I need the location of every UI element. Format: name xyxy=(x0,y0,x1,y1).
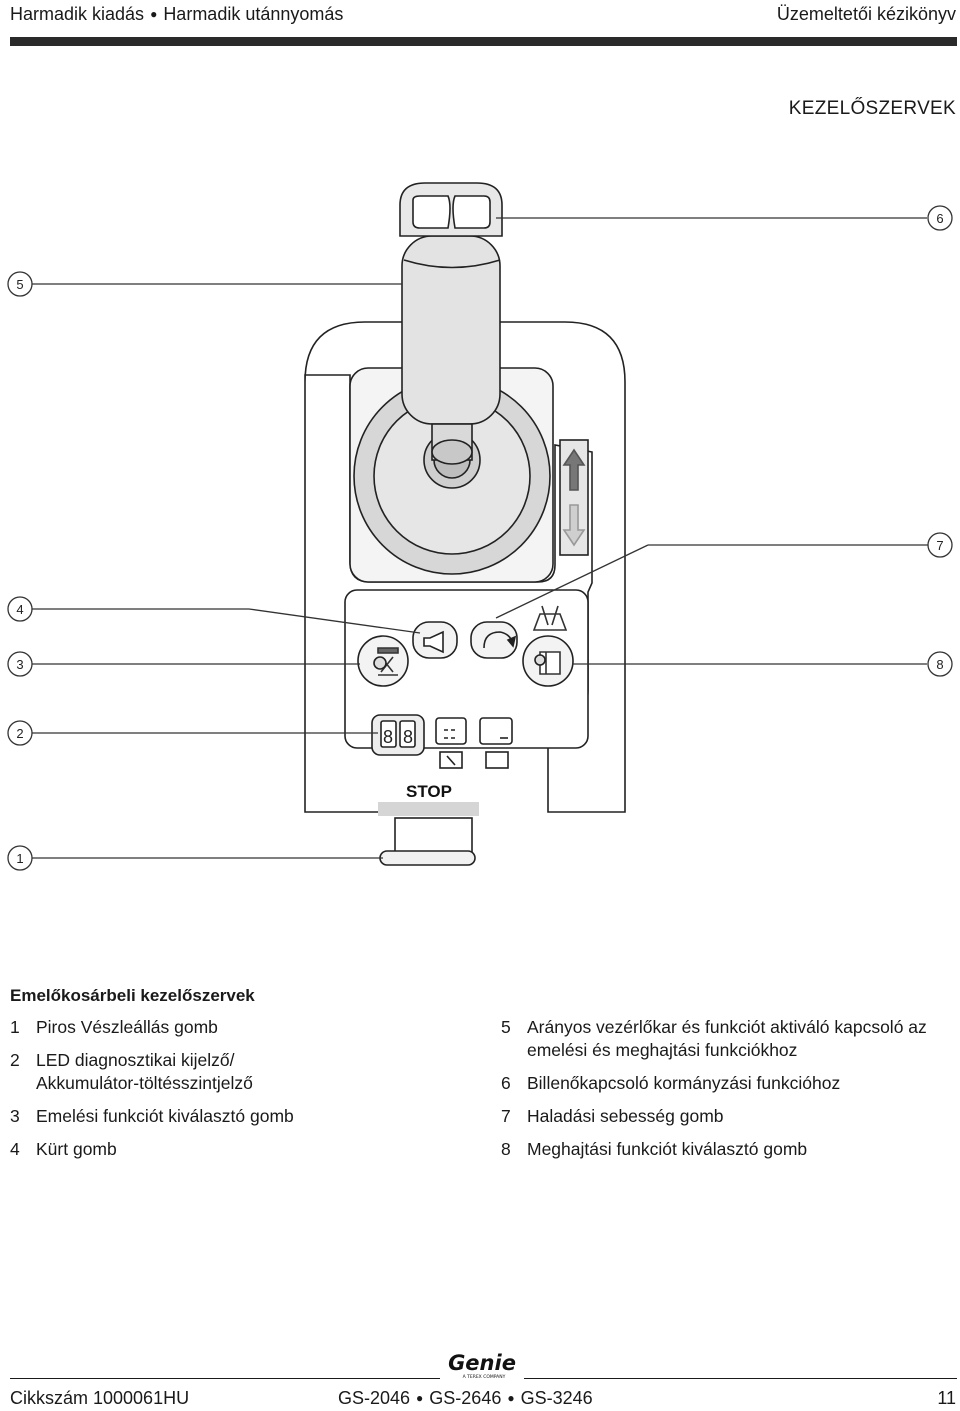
legend-item: 8 Meghajtási funkciót kiválasztó gomb xyxy=(501,1138,956,1161)
caption-title: Emelőkosárbeli kezelőszervek xyxy=(10,986,255,1005)
model-name: GS-2646 xyxy=(429,1388,502,1408)
legend-item: 6 Billenőkapcsoló kormányzási funkcióhoz xyxy=(501,1072,956,1095)
legend-item: 1 Piros Vészleállás gomb xyxy=(10,1016,450,1039)
tilt-speed-icon xyxy=(532,605,568,631)
callout-3: 3 xyxy=(16,657,23,672)
legend-number: 6 xyxy=(501,1073,511,1093)
up-arrow-icon xyxy=(562,448,586,491)
led-diagnostic-display xyxy=(371,714,425,756)
legend-number: 7 xyxy=(501,1106,511,1126)
battery-gauge-b xyxy=(479,717,513,745)
callout-5: 5 xyxy=(16,277,23,292)
legend-number: 4 xyxy=(10,1139,20,1159)
legend-item: 2 LED diagnosztikai kijelző/ Akkumulátor… xyxy=(10,1049,450,1095)
legend-number: 5 xyxy=(501,1017,511,1037)
model-list: GS-2046 ● GS-2646 ● GS-3246 xyxy=(338,1388,593,1409)
callout-8: 8 xyxy=(936,657,943,672)
legend-text: Haladási sebesség gomb xyxy=(527,1106,724,1126)
legend-left-column: 1 Piros Vészleállás gomb 2 LED diagnoszt… xyxy=(10,1016,450,1171)
part-number: Cikkszám 1000061HU xyxy=(10,1388,190,1408)
model-name: GS-2046 xyxy=(338,1388,411,1408)
manual-title: Üzemeltetői kézikönyv xyxy=(776,4,956,24)
legend-item: 5 Arányos vezérlőkar és funkciót aktivál… xyxy=(501,1016,956,1062)
control-box-illustration: 8 8 STOP 5 6 7 4 3 xyxy=(7,182,953,871)
callout-7: 7 xyxy=(936,538,943,553)
logo-wordmark: Genie xyxy=(448,1351,516,1375)
svg-text:8: 8 xyxy=(383,727,393,747)
emergency-stop-stem xyxy=(394,817,473,857)
steer-rocker-switch xyxy=(412,195,491,229)
svg-text:8: 8 xyxy=(403,727,413,747)
bullet-dot: ● xyxy=(150,7,158,21)
bullet-dot: ● xyxy=(416,1391,424,1405)
button-panel xyxy=(344,589,589,749)
legend-text: Meghajtási funkciót kiválasztó gomb xyxy=(527,1139,808,1159)
callout-1: 1 xyxy=(16,851,23,866)
legend-number: 2 xyxy=(10,1050,20,1070)
logo-subtitle: A TEREX COMPANY xyxy=(463,1374,506,1380)
edition-text: Harmadik kiadás xyxy=(10,4,145,24)
legend-text: Emelési funkciót kiválasztó gomb xyxy=(36,1106,294,1126)
legend-right-column: 5 Arányos vezérlőkar és funkciót aktivál… xyxy=(501,1016,956,1171)
legend-number: 8 xyxy=(501,1139,511,1159)
battery-outline-icon xyxy=(485,751,509,769)
legend-number: 3 xyxy=(10,1106,20,1126)
legend-number: 1 xyxy=(10,1017,20,1037)
legend-item: 7 Haladási sebesség gomb xyxy=(501,1105,956,1128)
legend-item: 3 Emelési funkciót kiválasztó gomb xyxy=(10,1105,450,1128)
horn-icon xyxy=(423,630,444,654)
callout-6: 6 xyxy=(936,211,943,226)
legend-text: Arányos vezérlőkar és funkciót aktiváló … xyxy=(527,1017,927,1060)
header-rule xyxy=(10,37,957,46)
header-edition-line: Harmadik kiadás ● Harmadik utánnyomás xyxy=(10,4,343,25)
callout-2: 2 xyxy=(16,726,23,741)
down-arrow-icon xyxy=(562,504,586,547)
legend-text: Billenőkapcsoló kormányzási funkcióhoz xyxy=(527,1073,841,1093)
model-name: GS-3246 xyxy=(520,1388,593,1408)
emergency-stop-button xyxy=(379,850,476,866)
legend-text: LED diagnosztikai kijelző/ Akkumulátor-t… xyxy=(36,1050,253,1093)
legend-text: Kürt gomb xyxy=(36,1139,117,1159)
speed-icon xyxy=(483,631,513,649)
stop-label: STOP xyxy=(406,782,452,801)
printing-text: Harmadik utánnyomás xyxy=(163,4,344,24)
legend-text: Piros Vészleállás gomb xyxy=(36,1017,218,1037)
genie-logo: Genie A TEREX COMPANY xyxy=(440,1350,524,1380)
page-number: 11 xyxy=(937,1388,956,1408)
lift-icon xyxy=(377,647,399,676)
speed-button xyxy=(470,621,518,659)
battery-gauge-a xyxy=(435,717,467,745)
section-title: KEZELŐSZERVEK xyxy=(788,98,956,119)
legend-item: 4 Kürt gomb xyxy=(10,1138,450,1161)
bullet-dot: ● xyxy=(507,1391,515,1405)
callout-4: 4 xyxy=(16,602,23,617)
